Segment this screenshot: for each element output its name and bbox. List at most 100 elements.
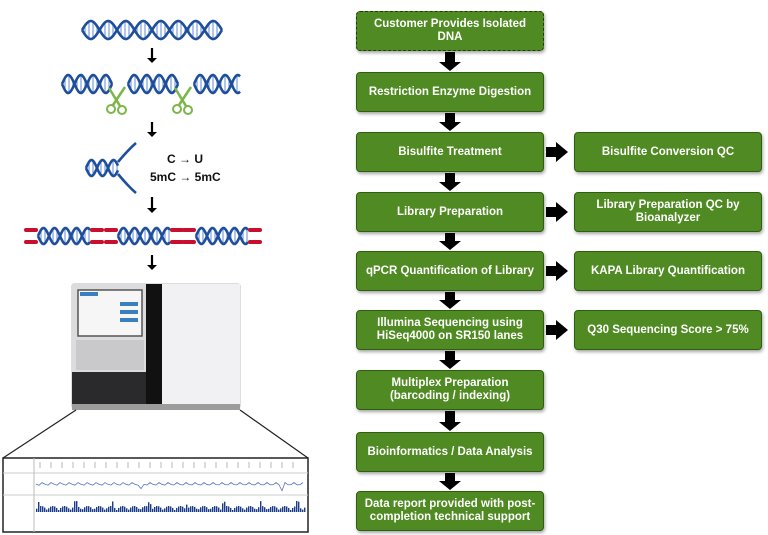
adapter [248,228,262,232]
coverage-bar [92,509,94,512]
strand [117,142,137,163]
down-arrow [439,233,461,250]
arrow-head [147,132,157,137]
coverage-bar [192,506,194,512]
down-arrow [439,473,461,490]
coverage-bar [292,507,294,512]
coverage-bar [252,506,254,512]
coverage-bar [216,506,218,512]
coverage-bar [58,509,60,512]
coverage-bar [250,506,252,512]
workflow-arrows [439,52,568,490]
step-restriction-digestion: Restriction Enzyme Digestion [356,72,544,112]
coverage-bar [258,507,260,512]
coverage-bar [114,507,116,512]
coverage-bar [110,506,112,512]
coverage-bar [220,509,222,512]
adapter [24,240,38,244]
coverage-bar [138,508,140,512]
coverage-bar [288,507,290,512]
coverage-bar [156,506,158,512]
track-signal [35,481,304,492]
coverage-bar [120,506,122,512]
coverage-bar [76,501,78,512]
coverage-bar [230,507,232,512]
coverage-bar [174,509,176,512]
coverage-bar [80,508,82,512]
coverage-bar [112,501,114,512]
coverage-bar [298,501,300,512]
coverage-bar [36,508,38,512]
step-bisulfite-treatment: Bisulfite Treatment [356,132,544,172]
coverage-bar [104,509,106,512]
coverage-bar [148,502,150,512]
sequencer-drawer [72,372,146,404]
coverage-bar [184,508,186,512]
coverage-bar [194,506,196,512]
coverage-bar [62,506,64,512]
dna-helix-intact [80,19,224,41]
coverage-bar [260,501,262,512]
coverage-bar [154,506,156,512]
coverage-bar [142,507,144,512]
coverage-bar [70,509,72,512]
strand [80,19,224,41]
coverage-bar [286,506,288,512]
qc-kapa-quantification: KAPA Library Quantification [574,251,762,291]
coverage-bar [94,508,96,512]
coverage-bar [248,506,250,512]
arrow-head [147,265,157,270]
coverage-bar [44,507,46,512]
strand [192,73,241,95]
coverage-bar [198,509,200,512]
step-library-preparation: Library Preparation [356,192,544,232]
coverage-bar [68,508,70,512]
arrow-head [147,58,157,63]
coverage-bar [176,507,178,512]
coverage-bar [98,506,100,512]
coverage-bar [178,506,180,512]
coverage-bar [218,507,220,512]
coverage-bar [304,507,306,512]
coverage-bar [276,507,278,512]
sequencer-midpanel [76,340,144,370]
scissors-blade [177,86,193,106]
coverage-bar [224,501,226,512]
sequencer-right-panel [162,284,240,408]
adapter [248,240,262,244]
adapter [182,228,196,232]
sequencer-black-column [146,284,162,408]
coverage-bar [90,507,92,512]
coverage-bar [262,506,264,512]
coverage-bar [242,508,244,512]
coverage-bar [128,509,130,512]
coverage-bar [186,504,188,512]
coverage-bar [72,507,74,512]
coverage-bar [134,506,136,512]
right-arrow [546,320,568,340]
strand [126,73,180,95]
coverage-bar [188,507,190,512]
dna-adapter-ligated [24,226,262,246]
coverage-bar [270,506,272,512]
adapter [104,240,118,244]
qc-bisulfite-conversion: Bisulfite Conversion QC [574,132,762,172]
coverage-bar [162,509,164,512]
coverage-bar [48,508,50,512]
coverage-bar [78,506,80,512]
coverage-bar [144,506,146,512]
coverage-bar [56,507,58,512]
coverage-bar [272,506,274,512]
coverage-bar [212,506,214,512]
dna-helix-digested [60,73,241,95]
scissors-blade [173,87,188,107]
scissors-blade [111,86,127,106]
coverage-bar [160,507,162,512]
strand [117,173,137,194]
scissors-handle [117,105,127,115]
screen-button [120,318,138,322]
strand [84,158,120,178]
coverage-bar [60,507,62,512]
coverage-bar [190,506,192,512]
scissors-handle [106,104,116,114]
